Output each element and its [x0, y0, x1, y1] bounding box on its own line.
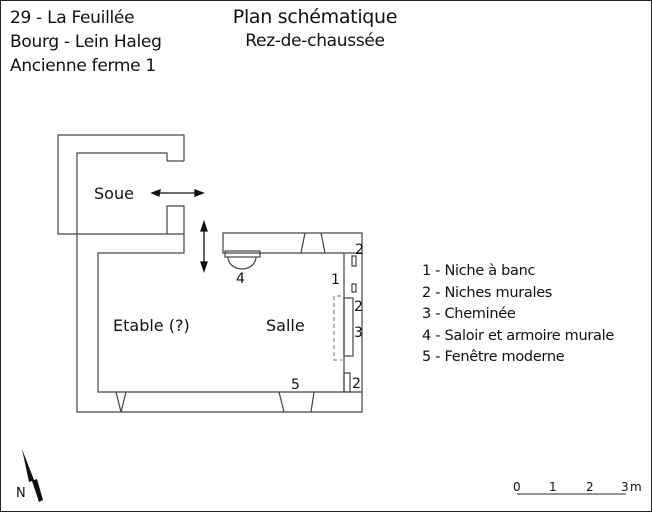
- arrow-head-down-icon: [200, 261, 208, 274]
- scale-unit: m: [630, 480, 642, 494]
- scale-tick-0: 0: [513, 480, 521, 494]
- marker-2-top: 2: [355, 242, 364, 258]
- arrow-head-right-icon: [194, 189, 205, 197]
- south-window-etable: [115, 391, 127, 413]
- saloir-arc: [227, 256, 257, 270]
- room-label-salle: Salle: [266, 316, 305, 335]
- niche-2a: [351, 255, 357, 267]
- legend-item-5: 5 - Fenêtre moderne: [422, 349, 565, 365]
- marker-2-middle: 2: [354, 299, 363, 315]
- main-outer-wall: [97, 234, 362, 393]
- soue-outer-wall: [57, 134, 185, 235]
- scale-tick-1: 1: [549, 480, 557, 494]
- main-left-outer-wall: [76, 232, 363, 413]
- site-line-3: Ancienne ferme 1: [10, 56, 156, 76]
- marker-3: 3: [354, 325, 363, 341]
- north-arrow-icon: [22, 449, 43, 502]
- marker-1: 1: [331, 272, 340, 288]
- hearth-outline: [333, 295, 342, 361]
- arrow-head-up-icon: [200, 219, 208, 232]
- north-window: [300, 232, 326, 254]
- arrow-head-left-icon: [150, 188, 161, 197]
- site-line-2: Bourg - Lein Haleg: [10, 32, 162, 52]
- north-label: N: [16, 486, 26, 501]
- legend-item-3: 3 - Cheminée: [422, 306, 516, 322]
- south-window-salle: [278, 391, 315, 413]
- saloir: [224, 250, 261, 258]
- fireplace: [343, 297, 354, 357]
- legend-item-2: 2 - Niches murales: [422, 284, 553, 301]
- marker-2-bottom: 2: [352, 376, 361, 392]
- room-label-soue: Soue: [94, 184, 134, 203]
- scale-tick-3: 3: [621, 480, 629, 494]
- site-line-1: 29 - La Feuillée: [10, 8, 135, 28]
- marker-5: 5: [291, 377, 300, 393]
- soue-inner-wall: [76, 152, 184, 234]
- legend: 1 - Niche à banc 2 - Niches murales 3 - …: [422, 261, 614, 369]
- legend-item-1: 1 - Niche à banc: [422, 263, 536, 279]
- niche-2c: [343, 372, 351, 393]
- plan-subtitle: Rez-de-chaussée: [245, 31, 385, 51]
- plan-heading: Plan schématique Rez-de-chaussée: [220, 4, 410, 52]
- plan-title: Plan schématique: [232, 6, 398, 28]
- marker-4: 4: [236, 271, 245, 287]
- niche-1: [351, 283, 357, 293]
- site-info: 29 - La Feuillée Bourg - Lein Haleg Anci…: [10, 6, 162, 78]
- legend-item-4: 4 - Saloir et armoire murale: [422, 327, 614, 344]
- room-label-etable: Etable (?): [113, 316, 190, 335]
- scale-tick-2: 2: [586, 480, 594, 494]
